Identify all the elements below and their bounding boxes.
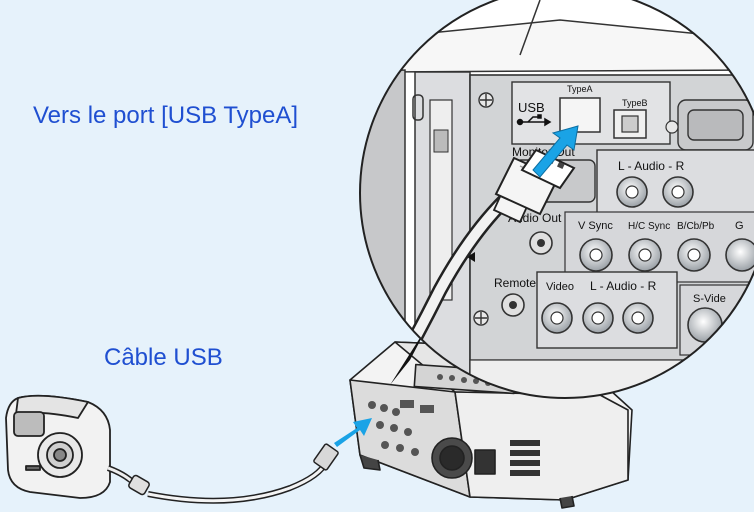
screw-icon xyxy=(473,92,494,326)
video-label: Video xyxy=(546,281,574,293)
g-label: G xyxy=(735,220,744,232)
hc-sync-label: H/C Sync xyxy=(628,221,670,232)
bcbpb-label: B/Cb/Pb xyxy=(677,221,715,232)
usb-symbol-icon xyxy=(516,114,552,127)
v-sync-label: V Sync xyxy=(578,220,613,232)
zoom-circle: USB TypeA TypeB Monitor Out L - Audio - … xyxy=(359,0,754,399)
digital-camera xyxy=(5,394,111,499)
usb-cable xyxy=(106,443,339,504)
usb-label: USB xyxy=(518,100,545,115)
usb-typea-arrow xyxy=(532,125,579,178)
type-a-label: TypeA xyxy=(567,84,593,94)
audio-bottom-label: L - Audio - R xyxy=(590,279,657,293)
audio-top-label: L - Audio - R xyxy=(618,159,685,173)
cable-caption: Câble USB xyxy=(104,344,223,371)
remote-label: Remote xyxy=(494,276,536,290)
type-b-label: TypeB xyxy=(622,98,648,108)
s-video-label: S-Vide xyxy=(693,293,726,305)
projector-port-arrow xyxy=(334,418,372,447)
port-caption: Vers le port [USB TypeA] xyxy=(33,102,299,129)
